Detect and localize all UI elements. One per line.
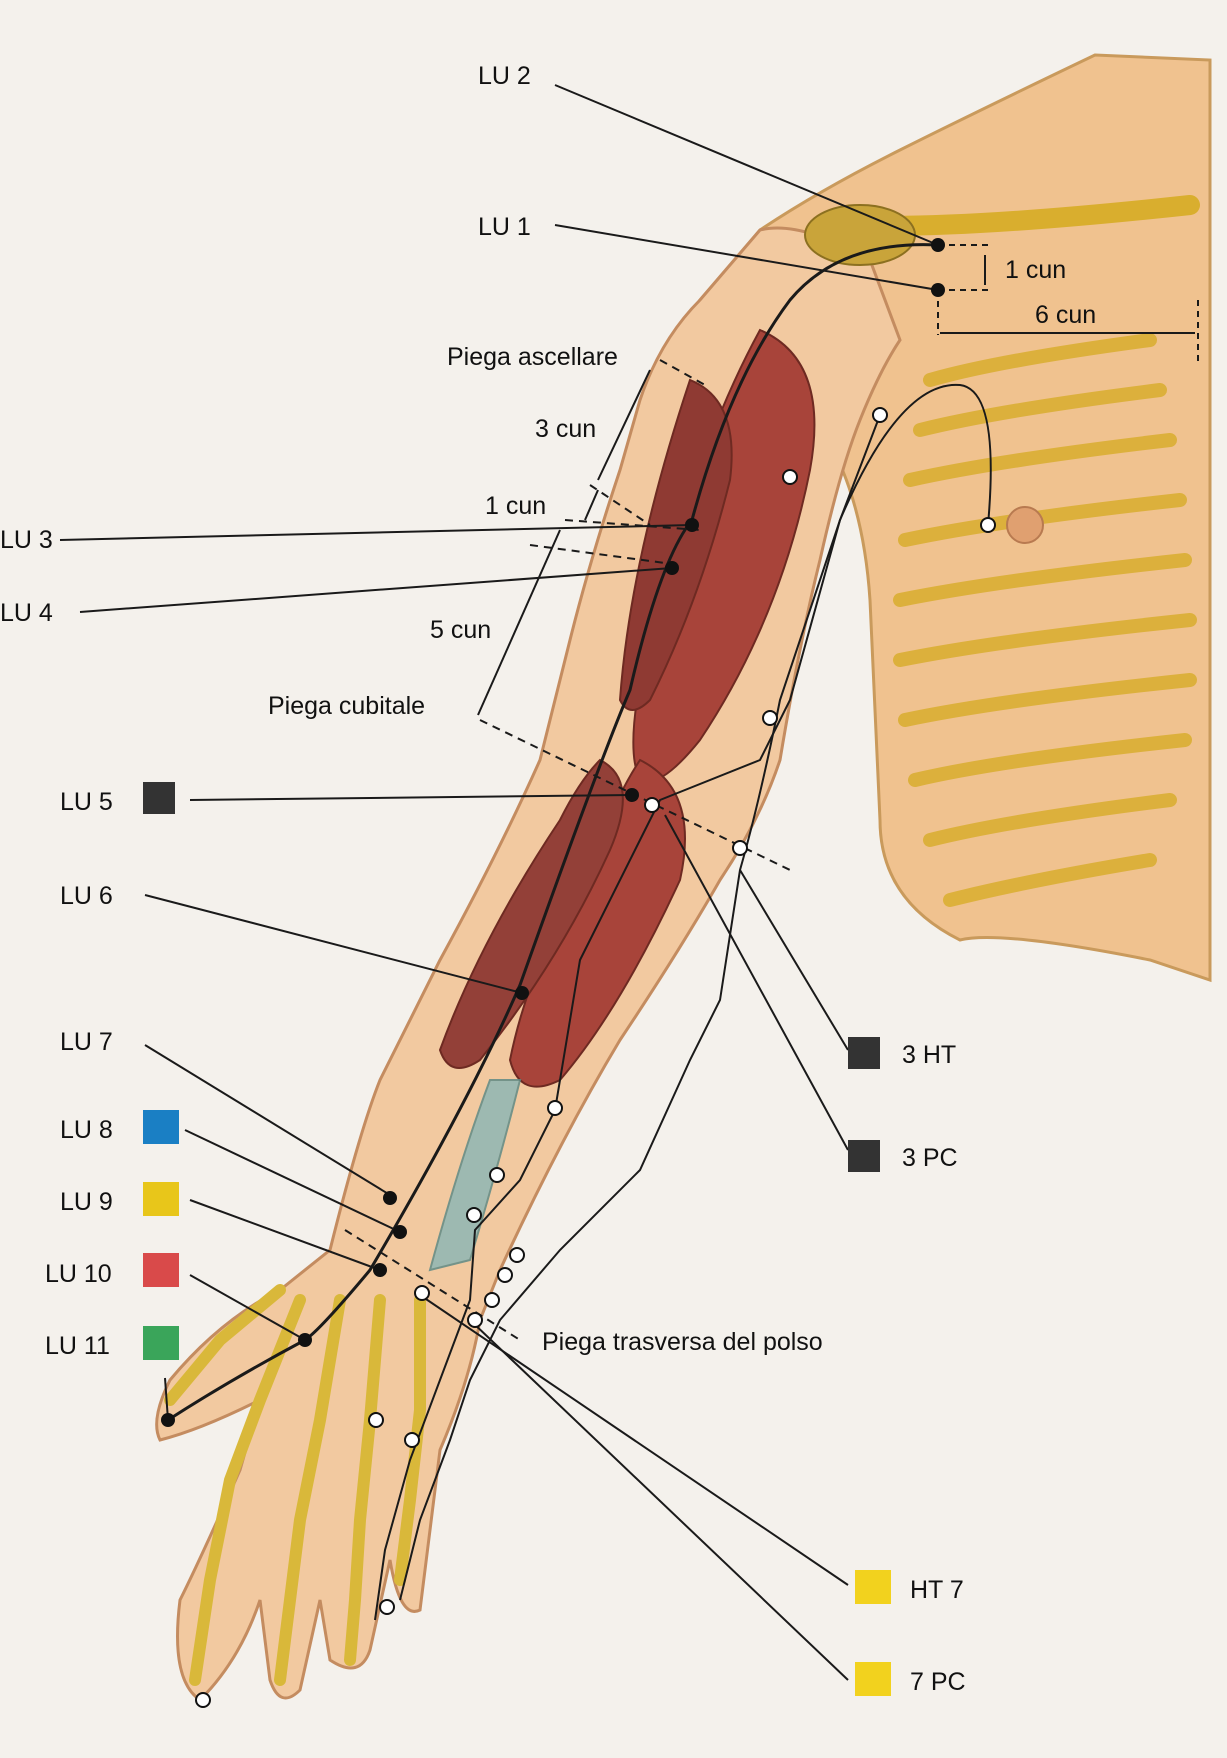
finger-point-a[interactable] bbox=[368, 1412, 384, 1428]
lu4-point[interactable] bbox=[665, 561, 679, 575]
upper-arm-point-b[interactable] bbox=[782, 469, 798, 485]
label-lu3: LU 3 bbox=[0, 526, 53, 554]
finger-point-d[interactable] bbox=[195, 1692, 211, 1708]
shoulder-joint bbox=[804, 204, 916, 266]
label-6cun: 6 cun bbox=[1035, 301, 1096, 329]
open-points bbox=[195, 407, 996, 1708]
chest-point[interactable] bbox=[980, 517, 996, 533]
leader-lines bbox=[59, 84, 939, 1681]
label-axillary-fold: Piega ascellare bbox=[447, 343, 618, 371]
pc7-point[interactable] bbox=[414, 1285, 430, 1301]
label-cubital-fold: Piega cubitale bbox=[268, 692, 425, 720]
label-ht7: HT 7 bbox=[910, 1576, 964, 1604]
lu9-square bbox=[143, 1182, 179, 1216]
wrist-point-b[interactable] bbox=[497, 1267, 513, 1283]
lu7-point[interactable] bbox=[383, 1191, 397, 1205]
lu11-square bbox=[143, 1326, 179, 1360]
lu8-point[interactable] bbox=[393, 1225, 407, 1239]
ht7-square bbox=[855, 1570, 891, 1604]
label-1cun-arm: 1 cun bbox=[485, 492, 546, 520]
lu8-square bbox=[143, 1110, 179, 1144]
forearm-point-c[interactable] bbox=[466, 1207, 482, 1223]
label-wrist-fold: Piega trasversa del polso bbox=[542, 1328, 823, 1356]
shoulder-brackets bbox=[937, 244, 1199, 365]
label-lu9: LU 9 bbox=[60, 1188, 113, 1216]
lu3-point[interactable] bbox=[685, 518, 699, 532]
hand-bones bbox=[164, 1284, 426, 1686]
label-lu5: LU 5 bbox=[60, 788, 113, 816]
pc3-square bbox=[848, 1140, 880, 1172]
label-lu1: LU 1 bbox=[478, 213, 531, 241]
forearm-extensor-muscle bbox=[438, 758, 624, 1069]
forearm-point-b[interactable] bbox=[489, 1167, 505, 1183]
label-lu8: LU 8 bbox=[60, 1116, 113, 1144]
pc7-square bbox=[855, 1662, 891, 1696]
forearm-tendons bbox=[428, 1079, 522, 1272]
wrist-point-a[interactable] bbox=[509, 1247, 525, 1263]
lu10-square bbox=[143, 1253, 179, 1287]
lu6-point[interactable] bbox=[515, 986, 529, 1000]
ht7-point[interactable] bbox=[467, 1312, 483, 1328]
label-3cun: 3 cun bbox=[535, 415, 596, 443]
label-pc3: 3 PC bbox=[902, 1144, 958, 1172]
label-pc7: 7 PC bbox=[910, 1668, 966, 1696]
lu9-point[interactable] bbox=[373, 1263, 387, 1277]
label-1cun-shoulder: 1 cun bbox=[1005, 256, 1066, 284]
elbow-point-a[interactable] bbox=[762, 710, 778, 726]
pc3-point[interactable] bbox=[644, 797, 660, 813]
lu5-square bbox=[143, 782, 175, 814]
label-lu11: LU 11 bbox=[45, 1332, 110, 1360]
lu5-point[interactable] bbox=[625, 788, 639, 802]
label-lu7: LU 7 bbox=[60, 1028, 113, 1056]
lung-points bbox=[161, 238, 945, 1427]
label-lu4: LU 4 bbox=[0, 599, 53, 627]
ht3-square bbox=[848, 1037, 880, 1069]
lu1-point[interactable] bbox=[931, 283, 945, 297]
label-lu10: LU 10 bbox=[45, 1260, 112, 1288]
ht3-point[interactable] bbox=[732, 840, 748, 856]
measure-arrows bbox=[477, 255, 1195, 716]
label-ht3: 3 HT bbox=[902, 1041, 956, 1069]
nipple bbox=[1006, 506, 1044, 544]
lu10-point[interactable] bbox=[298, 1333, 312, 1347]
wrist-point-c[interactable] bbox=[484, 1292, 500, 1308]
lu11-point[interactable] bbox=[161, 1413, 175, 1427]
finger-point-b[interactable] bbox=[404, 1432, 420, 1448]
upper-arm-point-a[interactable] bbox=[872, 407, 888, 423]
forearm-point-a[interactable] bbox=[547, 1100, 563, 1116]
label-5cun: 5 cun bbox=[430, 616, 491, 644]
ribcage bbox=[893, 333, 1197, 907]
label-lu2: LU 2 bbox=[478, 62, 531, 90]
finger-point-c[interactable] bbox=[379, 1599, 395, 1615]
label-lu6: LU 6 bbox=[60, 882, 113, 910]
lu2-point[interactable] bbox=[931, 238, 945, 252]
